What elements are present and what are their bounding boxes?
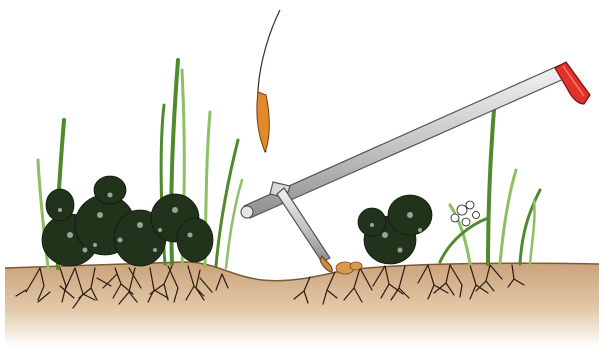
right-grass: [440, 110, 540, 264]
left-weed-clump: [42, 176, 213, 266]
pulled-weed: [257, 10, 280, 152]
